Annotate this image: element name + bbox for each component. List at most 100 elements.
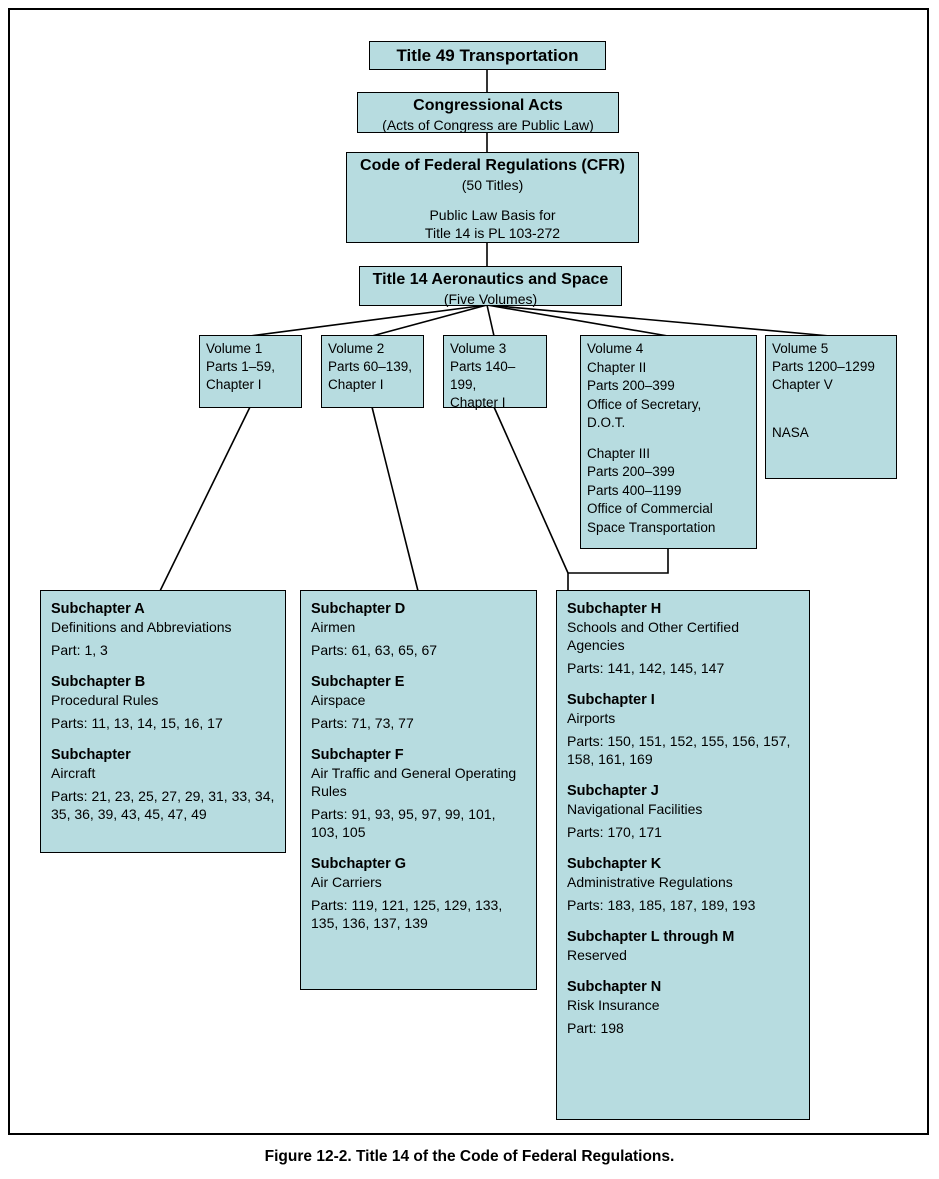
subchapter-box-a-c: Subchapter A Definitions and Abbreviatio…	[40, 590, 286, 853]
volume-4-box: Volume 4 Chapter II Parts 200–399 Office…	[580, 335, 757, 549]
volume-5-box: Volume 5 Parts 1200–1299 Chapter V NASA	[765, 335, 897, 479]
subchapter-heading: Subchapter H	[567, 601, 662, 617]
subchapter-heading: Subchapter	[51, 747, 131, 763]
subchapter-heading: Subchapter E	[311, 674, 405, 690]
subchapter-description: Procedural Rules	[51, 692, 159, 708]
connector-line	[371, 406, 419, 592]
subchapter-description: Airmen	[311, 619, 356, 635]
subchapter-heading: Subchapter F	[311, 747, 404, 763]
volume-line: Chapter II	[587, 359, 647, 375]
subchapter-box-h-n: Subchapter H Schools and Other Certified…	[556, 590, 810, 1120]
subchapter-description: Aircraft	[51, 765, 96, 781]
volume-section-gap	[587, 433, 750, 445]
connector-line	[249, 304, 488, 337]
subchapter-description: Definitions and Abbreviations	[51, 619, 232, 635]
subchapter-description: Administrative Regulations	[567, 874, 733, 890]
subchapter-parts: Parts: 61, 63, 65, 67	[311, 642, 438, 658]
subchapter-box-d-g: Subchapter D Airmen Parts: 61, 63, 65, 6…	[300, 590, 537, 990]
figure-border	[8, 8, 929, 1135]
volume-line: Parts 1200–1299	[772, 359, 875, 374]
volume-name: Volume 3	[450, 341, 507, 356]
subchapter-entry-b: Subchapter B Procedural Rules Parts: 11,…	[51, 673, 275, 732]
cfr-box: Code of Federal Regulations (CFR) (50 Ti…	[346, 152, 639, 243]
subchapter-description: Air Traffic and General Operating Rules	[311, 765, 517, 799]
subchapter-description: Reserved	[567, 947, 627, 963]
subchapter-heading: Subchapter J	[567, 783, 659, 799]
volume-line: Space Transportation	[587, 519, 716, 535]
subchapter-heading: Subchapter K	[567, 856, 662, 872]
subchapter-heading: Subchapter D	[311, 601, 406, 617]
subchapter-heading: Subchapter B	[51, 674, 146, 690]
subchapter-parts: Parts: 141, 142, 145, 147	[567, 660, 725, 676]
subchapter-heading: Subchapter A	[51, 601, 145, 617]
volume-name: Volume 2	[328, 341, 385, 356]
cfr-subtitle: (50 Titles)	[461, 177, 524, 193]
subchapter-entry-h: Subchapter H Schools and Other Certified…	[567, 600, 799, 677]
congressional-acts-title: Congressional Acts	[413, 97, 563, 114]
subchapter-description: Schools and Other Certified Agencies	[567, 619, 739, 653]
cfr-title: Code of Federal Regulations (CFR)	[360, 157, 625, 174]
volume-line: D.O.T.	[587, 415, 626, 430]
connector-line	[486, 304, 495, 337]
volume-line: Chapter I	[206, 377, 262, 392]
subchapter-parts: Parts: 119, 121, 125, 129, 133, 135, 136…	[311, 897, 503, 931]
subchapter-description: Air Carriers	[311, 874, 382, 890]
volume-line: Chapter I	[450, 395, 506, 410]
cfr-note-line-2: Title 14 is PL 103-272	[424, 225, 561, 241]
subchapter-entry-a: Subchapter A Definitions and Abbreviatio…	[51, 600, 275, 659]
volume-1-box: Volume 1 Parts 1–59, Chapter I	[199, 335, 302, 408]
volume-line: Chapter V	[772, 377, 833, 392]
volume-2-box: Volume 2 Parts 60–139, Chapter I	[321, 335, 424, 408]
congressional-acts-subtitle: (Acts of Congress are Public Law)	[382, 117, 594, 133]
subchapter-entry-n: Subchapter N Risk Insurance Part: 198	[567, 978, 799, 1037]
volume-line: NASA	[772, 425, 809, 440]
subchapter-parts: Parts: 21, 23, 25, 27, 29, 31, 33, 34, 3…	[51, 788, 275, 822]
subchapter-entry-j: Subchapter J Navigational Facilities Par…	[567, 782, 799, 841]
connector-line	[371, 304, 488, 337]
volume-line: Parts 200–399	[587, 464, 675, 479]
volume-3-box: Volume 3 Parts 140–199, Chapter I	[443, 335, 547, 410]
connector-line	[486, 304, 669, 337]
title-49-box: Title 49 Transportation	[369, 41, 606, 70]
subchapter-parts: Parts: 170, 171	[567, 824, 662, 840]
connector-elbow	[567, 548, 669, 591]
volume-name: Volume 4	[587, 341, 644, 356]
connector-line	[486, 304, 831, 337]
volume-line: Parts 60–139,	[328, 359, 413, 374]
volume-section-gap	[772, 394, 890, 424]
subchapter-entry-f: Subchapter F Air Traffic and General Ope…	[311, 746, 526, 841]
subchapter-parts: Parts: 11, 13, 14, 15, 16, 17	[51, 715, 223, 731]
subchapter-heading: Subchapter I	[567, 692, 655, 708]
subchapter-entry-e: Subchapter E Airspace Parts: 71, 73, 77	[311, 673, 526, 732]
figure-caption: Figure 12-2. Title 14 of the Code of Fed…	[264, 1148, 675, 1165]
volume-name: Volume 1	[206, 341, 263, 356]
subchapter-heading: Subchapter G	[311, 856, 407, 872]
subchapter-description: Navigational Facilities	[567, 801, 703, 817]
title-14-subtitle: (Five Volumes)	[443, 291, 538, 307]
subchapter-parts: Parts: 183, 185, 187, 189, 193	[567, 897, 756, 913]
title-49-label: Title 49 Transportation	[396, 45, 579, 65]
volume-line: Parts 200–399	[587, 378, 675, 393]
subchapter-heading: Subchapter L through M	[567, 929, 735, 945]
subchapter-entry-d: Subchapter D Airmen Parts: 61, 63, 65, 6…	[311, 600, 526, 659]
subchapter-entry-i: Subchapter I Airports Parts: 150, 151, 1…	[567, 691, 799, 768]
subchapter-entry-g: Subchapter G Air Carriers Parts: 119, 12…	[311, 855, 526, 932]
congressional-acts-box: Congressional Acts (Acts of Congress are…	[357, 92, 619, 133]
cfr-note-line-1: Public Law Basis for	[429, 207, 556, 223]
subchapter-parts: Parts: 91, 93, 95, 97, 99, 101, 103, 105	[311, 806, 496, 840]
volume-line: Chapter I	[328, 377, 384, 392]
subchapter-entry-k: Subchapter K Administrative Regulations …	[567, 855, 799, 914]
subchapter-parts: Part: 198	[567, 1020, 624, 1036]
subchapter-heading: Subchapter N	[567, 979, 662, 995]
connector-line	[493, 406, 569, 574]
subchapter-parts: Parts: 71, 73, 77	[311, 715, 414, 731]
title-14-title: Title 14 Aeronautics and Space	[372, 271, 609, 288]
subchapter-description: Risk Insurance	[567, 997, 660, 1013]
title-14-box: Title 14 Aeronautics and Space (Five Vol…	[359, 266, 622, 307]
volume-line: Parts 400–1199	[587, 482, 682, 498]
subchapter-parts: Part: 1, 3	[51, 642, 108, 658]
volume-line: Parts 1–59,	[206, 359, 276, 374]
subchapter-description: Airspace	[311, 692, 366, 708]
